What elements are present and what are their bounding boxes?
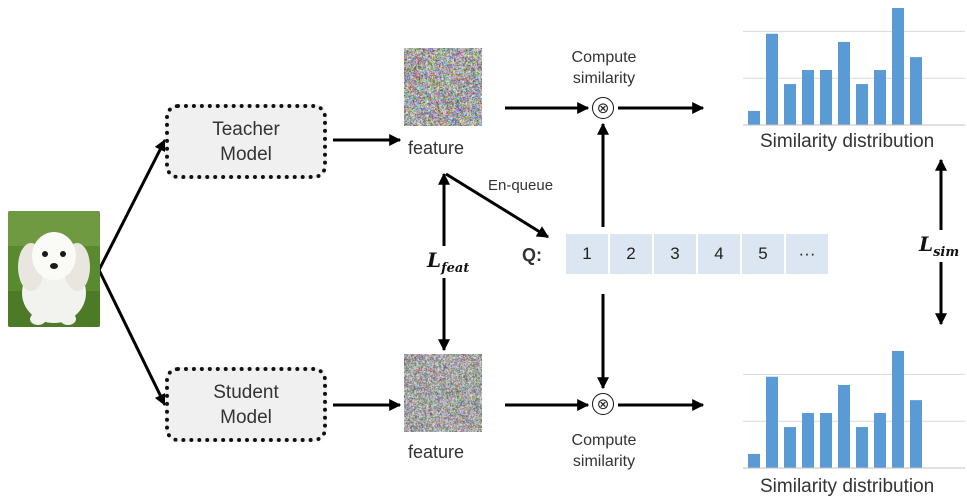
similarity-bar	[910, 400, 922, 468]
similarity-bar	[766, 33, 778, 125]
otimes-bottom-icon: ⊗	[592, 393, 614, 415]
queue-cell: 1	[566, 234, 608, 274]
l-sim-main: L	[919, 232, 934, 256]
compute-similarity-top-label: Compute similarity	[549, 47, 659, 89]
teacher-model-line1: Teacher	[212, 118, 280, 140]
similarity-bar	[892, 351, 904, 468]
queue-cell: 3	[654, 234, 696, 274]
similarity-distribution-top-label: Similarity distribution	[760, 131, 935, 152]
teacher-feature-image	[404, 48, 482, 126]
queue-cell: 5	[742, 234, 784, 274]
student-model-box: Student Model	[165, 367, 327, 442]
similarity-bar	[874, 70, 886, 125]
l-feat-sub: feat	[441, 261, 470, 276]
similarity-bar	[784, 84, 796, 125]
compute-bottom-line2: similarity	[572, 453, 636, 470]
compute-top-line1: Compute	[571, 49, 637, 66]
student-model-line1: Student	[213, 381, 279, 403]
student-feature-label: feature	[408, 442, 465, 462]
similarity-bar	[838, 384, 850, 468]
similarity-bar	[820, 70, 832, 125]
similarity-bar	[820, 413, 832, 468]
queue-label: Q:	[522, 245, 542, 265]
queue-cell: 4	[698, 234, 740, 274]
similarity-bar	[766, 376, 778, 468]
compute-top-line2: similarity	[572, 70, 636, 87]
similarity-bar	[784, 427, 796, 468]
queue-cell: 2	[610, 234, 652, 274]
student-model-line2: Model	[220, 406, 272, 428]
similarity-bar	[874, 413, 886, 468]
arrow-image-to-student	[97, 269, 167, 407]
similarity-bar	[748, 110, 760, 125]
similarity-chart-top	[743, 8, 965, 126]
similarity-bar	[856, 427, 868, 468]
student-feature-image	[404, 354, 482, 432]
l-feat-loss-label: Lfeat	[426, 246, 471, 278]
teacher-model-line2: Model	[220, 143, 272, 165]
teacher-feature-label: feature	[408, 138, 465, 158]
l-sim-loss-label: Lsim	[918, 230, 961, 262]
arrow-image-to-teacher	[97, 138, 167, 271]
similarity-bar	[910, 57, 922, 125]
similarity-bar	[748, 453, 760, 468]
otimes-top-icon: ⊗	[592, 97, 614, 119]
input-dog-image	[8, 211, 100, 327]
l-feat-main: L	[427, 248, 442, 272]
similarity-chart-bottom	[743, 351, 965, 469]
similarity-bar	[838, 41, 850, 125]
similarity-bar	[802, 70, 814, 125]
compute-bottom-line1: Compute	[571, 432, 637, 449]
similarity-distribution-bottom-label: Similarity distribution	[760, 476, 935, 497]
enqueue-label: En-queue	[488, 177, 554, 194]
similarity-bar	[856, 84, 868, 125]
l-sim-sub: sim	[933, 245, 960, 260]
teacher-model-box: Teacher Model	[165, 104, 327, 179]
compute-similarity-bottom-label: Compute similarity	[549, 430, 659, 472]
arrow-enqueue	[445, 172, 550, 239]
queue-cell: ···	[786, 234, 828, 274]
similarity-bar	[892, 8, 904, 125]
similarity-bar	[802, 413, 814, 468]
